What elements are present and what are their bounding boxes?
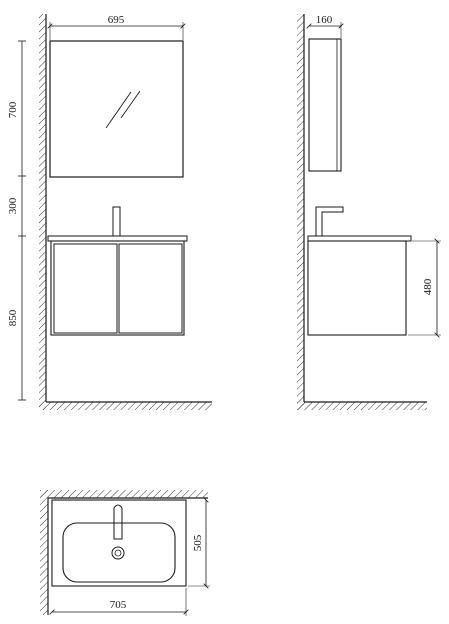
faucet-plan	[113, 504, 123, 540]
wall-hatch	[39, 14, 46, 410]
dim-label-basin-depth: 505	[192, 534, 204, 551]
drain-icon	[111, 546, 125, 560]
dim-label-mirror-width: 695	[108, 14, 125, 26]
cabinet-door-right	[118, 243, 183, 334]
mirror-reflection-line	[120, 90, 141, 119]
cabinet-door-left	[53, 243, 118, 334]
side-elevation: 160 480	[297, 14, 441, 410]
mirror-side	[308, 38, 342, 172]
floor-hatch	[297, 402, 427, 410]
dim-label-basin-width: 705	[110, 599, 127, 611]
basin-top	[51, 499, 187, 587]
front-elevation: 695 700 300 850	[7, 14, 212, 410]
wall-hatch-top	[40, 490, 208, 498]
faucet	[112, 206, 121, 237]
floor-hatch	[39, 402, 212, 410]
mirror-reflection-line	[105, 91, 132, 129]
wall-hatch-left	[40, 490, 48, 615]
dim-label-mirror-height: 700	[7, 101, 19, 118]
vanity-cabinet-side	[307, 240, 407, 336]
plan-view: 505 705	[40, 490, 210, 616]
faucet-side	[315, 206, 344, 236]
dim-label-cabinet-height: 480	[422, 278, 434, 295]
dim-label-gap: 300	[7, 197, 19, 214]
countertop-side	[307, 235, 412, 242]
vanity-cabinet	[50, 240, 185, 336]
mirror	[49, 40, 184, 178]
basin-bowl	[62, 522, 176, 583]
dim-label-mirror-depth: 160	[316, 14, 333, 26]
drain-inner	[114, 549, 122, 557]
countertop	[47, 235, 188, 242]
dim-label-mount-height: 850	[7, 309, 19, 326]
wall-hatch	[297, 14, 304, 410]
